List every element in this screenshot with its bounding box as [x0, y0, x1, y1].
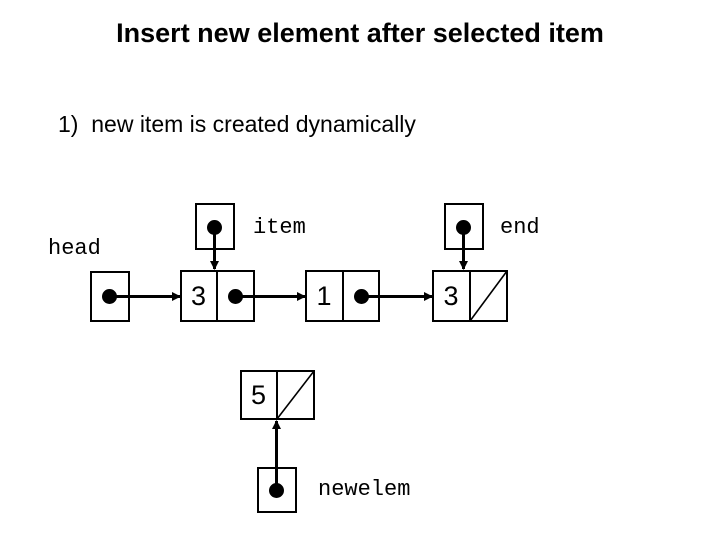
pointer-label-end: end — [500, 215, 540, 240]
step-text: 1) new item is created dynamically — [58, 111, 416, 137]
node-value-3a: 3 — [190, 281, 207, 311]
node-next-dot-1 — [354, 289, 369, 304]
node-value-5: 5 — [250, 380, 267, 410]
node-divider-1 — [342, 270, 344, 322]
node-next-dot-3a — [228, 289, 243, 304]
pointer-dot-item — [207, 220, 222, 235]
node-divider-5 — [276, 370, 278, 420]
pointer-dot-head — [102, 289, 117, 304]
page-title: Insert new element after selected item — [116, 18, 604, 48]
pointer-label-item: item — [253, 215, 306, 240]
pointer-label-head: head — [48, 236, 101, 261]
node-divider-3b — [469, 270, 471, 322]
pointer-label-newelem: newelem — [318, 477, 411, 502]
pointer-dot-end — [456, 220, 471, 235]
pointer-dot-newelem — [269, 483, 284, 498]
node-value-1: 1 — [316, 281, 332, 311]
node-divider-3a — [216, 270, 218, 322]
node-value-3b: 3 — [443, 281, 459, 311]
